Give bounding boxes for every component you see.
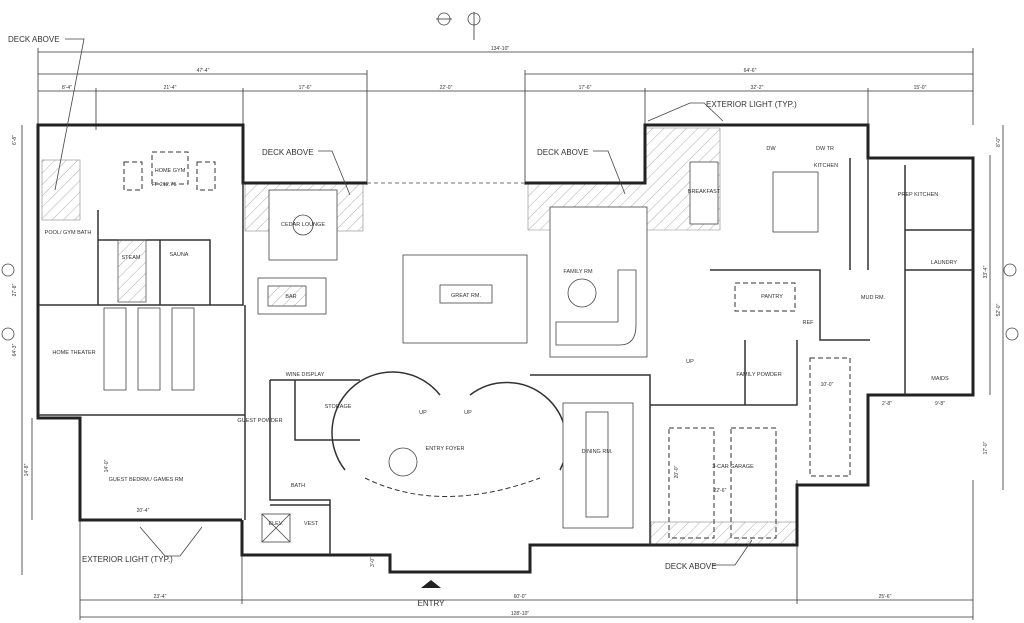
room-kitchen: KITCHEN (814, 163, 838, 169)
dim-seg: 17'-6" (579, 85, 592, 91)
annotations: DECK ABOVE DECK ABOVE DECK ABOVE EXTERIO… (8, 35, 797, 608)
dim-interior: 20'-4" (137, 508, 150, 514)
dim-side: 14'-8" (24, 463, 30, 476)
dim-overall-top: 134'-10" (491, 46, 510, 52)
dim-seg: 22'-0" (440, 85, 453, 91)
room-wine-display: WINE DISPLAY (286, 372, 325, 378)
note-deck-above-2: DECK ABOVE (262, 148, 314, 157)
dim-seg: 21'-4" (164, 85, 177, 91)
top-dimensions: 134'-10" 47'-4" 64'-6" 8'-4" 21'-4" 17'-… (37, 46, 974, 185)
room-home-gym: HOME GYM (155, 168, 186, 174)
room-family-rm: FAMILY RM (563, 269, 593, 275)
stair-up-rear: UP (686, 359, 694, 365)
room-laundry: LAUNDRY (931, 260, 958, 266)
room-ref: REF (803, 320, 815, 326)
room-prep-kitchen: PREP KITCHEN (898, 192, 939, 198)
room-home-theater: HOME THEATER (52, 350, 95, 356)
room-cedar-lounge: CEDAR LOUNGE (281, 222, 325, 228)
dim-interior: 9'-8" (935, 401, 945, 407)
dim-side: 17'-0" (983, 441, 989, 454)
room-family-powder: FAMILY POWDER (736, 372, 781, 378)
dim-seg: 15'-0" (914, 85, 927, 91)
dim-interior-garage: 20'-0" (674, 465, 680, 478)
room-maids: MAIDS (931, 376, 949, 382)
room-dining-rm: DINING RM. (582, 449, 613, 455)
room-guest-powder: GUEST POWDER (237, 418, 282, 424)
room-entry-foyer: ENTRY FOYER (426, 446, 465, 452)
dim-interior-entry: 3'-0" (370, 557, 376, 567)
dim-overall-bottom: 128'-10" (511, 611, 530, 617)
furniture (103, 151, 851, 588)
dim-right-wing: 64'-6" (744, 68, 757, 74)
room-steam: STEAM (122, 255, 141, 261)
orientation-marker-icon (1, 12, 1019, 341)
dim-side: 27'-8" (12, 283, 18, 296)
room-elevator: ELEV. (268, 521, 284, 527)
stair-up-right: UP (464, 410, 472, 416)
note-entry: ENTRY (418, 599, 446, 608)
dim-side: 6'-8" (12, 135, 18, 145)
elevation-tag: FF 212.75 (151, 182, 176, 188)
room-breakfast: BREAKFAST (688, 189, 721, 195)
dim-side: 64'-3" (12, 343, 18, 356)
note-exterior-light-1: EXTERIOR LIGHT (TYP.) (706, 100, 797, 109)
dim-interior: 22'-6" (714, 488, 727, 494)
note-exterior-light-2: EXTERIOR LIGHT (TYP.) (82, 555, 173, 564)
dim-left-wing: 47'-4" (197, 68, 210, 74)
room-labels: HOME GYM POOL/ GYM BATH STEAM SAUNA CEDA… (45, 146, 958, 567)
note-deck-above-3: DECK ABOVE (537, 148, 589, 157)
dim-interior: 10'-0" (821, 382, 834, 388)
room-guest-bedrm: GUEST BEDRM./ GAMES RM (109, 477, 184, 483)
dim-side: 8'-0" (996, 137, 1002, 147)
side-dimensions: 6'-8" 27'-8" 64'-3" 14'-8" 8'-0" 33'-4" … (12, 125, 1004, 575)
bottom-dimensions: 23'-4" 60'-0" 25'-6" 128'-10" (79, 480, 974, 620)
dim-seg: 17'-6" (299, 85, 312, 91)
dim-seg: 25'-6" (879, 594, 892, 600)
room-bar: BAR (285, 294, 296, 300)
room-bath: BATH (291, 483, 305, 489)
dim-seg: 60'-0" (514, 594, 527, 600)
walls (36, 123, 975, 574)
room-vest: VEST (304, 521, 319, 527)
room-storage: STORAGE (325, 404, 352, 410)
dim-seg: 8'-4" (62, 85, 72, 91)
dim-seg: 32'-2" (751, 85, 764, 91)
fixture-dw: DW (766, 146, 776, 152)
room-great-rm: GREAT RM. (451, 293, 482, 299)
stair-up-left: UP (419, 410, 427, 416)
dim-interior-guest-bedrm: 14'-0" (104, 459, 110, 472)
fixture-dw-tr: DW TR (816, 146, 834, 152)
dim-seg: 23'-4" (154, 594, 167, 600)
room-sauna: SAUNA (170, 252, 189, 258)
room-mud-rm: MUD RM. (861, 295, 886, 301)
dim-interior: 2'-8" (882, 401, 892, 407)
room-pantry: PANTRY (761, 294, 783, 300)
note-deck-above-1: DECK ABOVE (8, 35, 60, 44)
dim-side: 33'-4" (983, 265, 989, 278)
room-3-car-garage: 3-CAR GARAGE (712, 464, 754, 470)
note-deck-above-4: DECK ABOVE (665, 562, 717, 571)
room-pool-gym-bath: POOL/ GYM BATH (45, 230, 92, 236)
dim-side: 52'-0" (996, 303, 1002, 316)
